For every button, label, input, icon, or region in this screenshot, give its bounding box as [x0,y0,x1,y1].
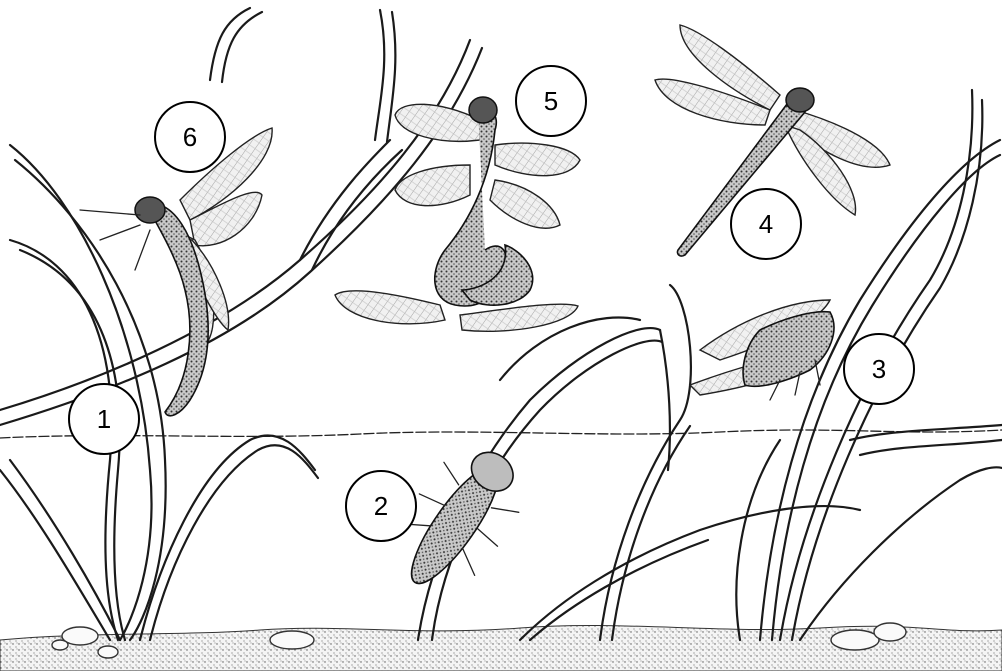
stage-label-3: 3 [844,334,914,404]
stage-label-4: 4 [731,189,801,259]
stage-label-6: 6 [155,102,225,172]
stage-label-6-text: 6 [183,122,197,152]
stage-label-5-text: 5 [544,86,558,116]
stage-label-1-text: 1 [97,404,111,434]
stage-label-2: 2 [346,471,416,541]
stage-label-1: 1 [69,384,139,454]
stage-label-4-text: 4 [759,209,773,239]
stage-label-3-text: 3 [872,354,886,384]
stage-label-5: 5 [516,66,586,136]
stage-label-2-text: 2 [374,491,388,521]
